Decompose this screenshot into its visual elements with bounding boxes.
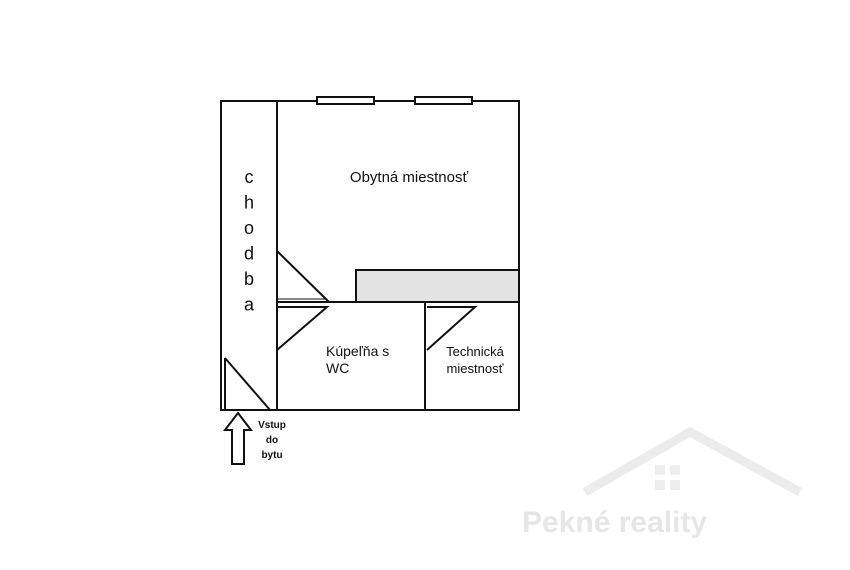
entrance-label-line2: do	[266, 435, 278, 446]
technical-label-line1: Technická	[446, 344, 505, 359]
bathroom-label-line2: WC	[326, 360, 349, 376]
entrance-label-line3: bytu	[261, 450, 282, 461]
living-room-label: Obytná miestnosť	[350, 169, 469, 186]
technical-room-door	[426, 306, 478, 351]
bathroom-label-line1: Kúpeľňa s	[326, 343, 389, 359]
kitchen-counter	[355, 269, 520, 303]
window-2	[414, 96, 473, 105]
corridor-letter: o	[244, 218, 254, 238]
corridor-letter: d	[244, 244, 254, 264]
technical-label-line2: miestnosť	[447, 361, 504, 376]
watermark-logo: Pekné reality	[522, 427, 803, 539]
corridor-letter: b	[244, 269, 254, 289]
window-1	[316, 96, 375, 105]
corridor-letter: h	[244, 193, 254, 213]
watermark-text: Pekné reality	[522, 506, 707, 539]
bathroom-door	[276, 306, 330, 351]
corridor-letter: a	[244, 295, 255, 315]
corridor-letter: c	[245, 167, 254, 187]
living-room-door	[276, 250, 332, 303]
entrance-arrow-icon	[222, 411, 254, 465]
entrance-door	[224, 357, 273, 411]
entrance-label-line1: Vstup	[258, 420, 286, 431]
